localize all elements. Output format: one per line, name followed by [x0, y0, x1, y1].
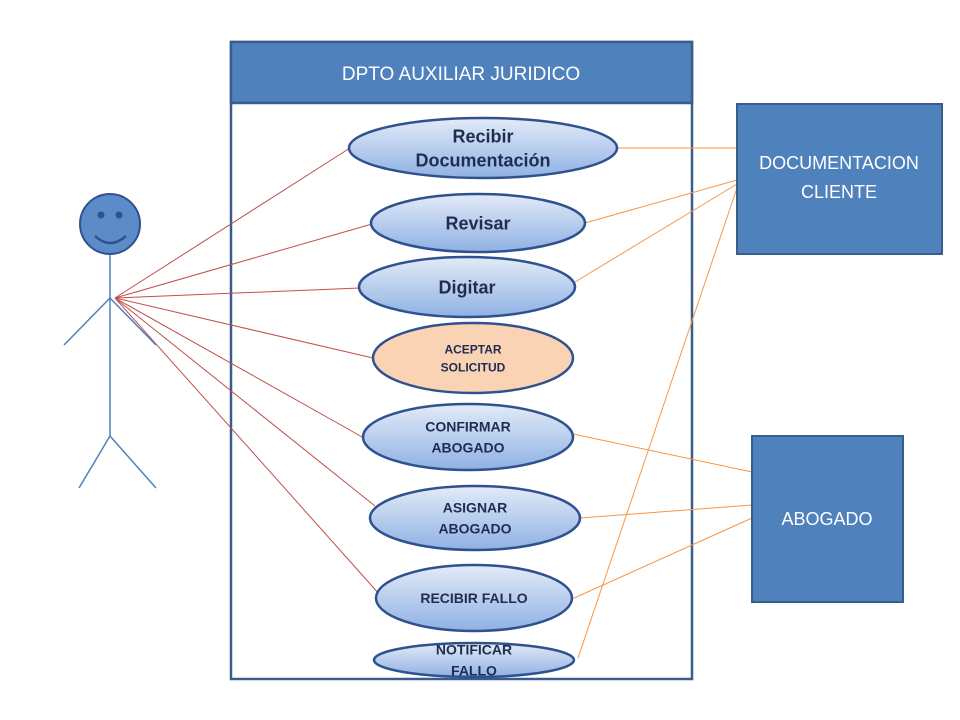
link-digitar-cliente: [574, 183, 738, 283]
use-case-digitar: [357, 255, 577, 319]
system-header: [229, 40, 694, 105]
link-recibir-fallo-abogado: [571, 517, 753, 600]
link-confirmar-abogado: [572, 433, 753, 473]
use-case-label-notificar-fallo-line2: FALLO: [451, 663, 497, 679]
assoc-line-asignar-abogado: [114, 297, 376, 507]
use-case-label-recibir-documentacion-line2: Documentación: [415, 151, 550, 171]
use-case-label-recibir-documentacion-line1: Recibir: [452, 127, 513, 147]
use-case-aceptar-solicitud: [371, 321, 575, 395]
actor-eye-left: [97, 211, 105, 219]
actor-label-abogado: ABOGADO: [781, 509, 872, 529]
assoc-line-aceptar-solicitud: [114, 297, 374, 359]
use-case-label-notificar-fallo-line1: NOTIFICAR: [436, 642, 512, 658]
use-case-recibir-documentacion: [347, 116, 619, 180]
actor-arm-left: [63, 297, 111, 346]
actor-label-documentacion-line1: DOCUMENTACION: [759, 153, 919, 173]
use-case-label-asignar-abogado-line2: ABOGADO: [438, 521, 511, 537]
actor-associations: [114, 147, 381, 596]
use-case-label-confirmar-abogado-line1: CONFIRMAR: [425, 419, 511, 435]
external-associations: [571, 147, 753, 659]
system-title: DPTO AUXILIAR JURIDICO: [342, 64, 580, 85]
use-case-label-aceptar-solicitud-line1: ACEPTAR: [444, 342, 501, 356]
stick-figure-actor: [63, 193, 157, 489]
link-revisar-cliente: [584, 179, 738, 224]
use-case-asignar-abogado: [368, 484, 582, 552]
actor-leg-left: [78, 435, 111, 489]
assoc-line-revisar: [114, 223, 373, 299]
use-case-label-digitar-line1: Digitar: [438, 278, 495, 298]
actor-eye-right: [115, 211, 123, 219]
use-case-label-asignar-abogado-line1: ASIGNAR: [443, 500, 508, 516]
use-case-notificar-fallo: [372, 641, 576, 679]
actor-leg-right: [109, 435, 157, 489]
link-notificar-fallo-cliente: [577, 187, 738, 659]
actor-label-documentacion-line2: CLIENTE: [801, 182, 877, 202]
use-case-label-recibir-fallo-line1: RECIBIR FALLO: [420, 590, 527, 606]
actor-box-abogado: [751, 435, 904, 603]
actor-head-icon: [79, 193, 141, 255]
link-asignar-abogado: [579, 504, 753, 519]
use-case-revisar: [369, 192, 587, 254]
assoc-line-digitar: [114, 287, 361, 299]
actor-arm-right: [109, 297, 157, 346]
actor-box-documentacion-cliente: [736, 103, 943, 255]
use-case-label-revisar-line1: Revisar: [445, 214, 510, 234]
assoc-line-confirmar-abogado: [114, 297, 365, 439]
assoc-line-recibir-documentacion: [114, 147, 351, 299]
actor-smile: [94, 235, 127, 245]
use-case-confirmar-abogado: [361, 402, 575, 472]
use-cases: RecibirDocumentaciónRevisarDigitarACEPTA…: [347, 116, 619, 679]
assoc-line-recibir-fallo: [114, 297, 381, 596]
use-case-recibir-fallo: [374, 563, 574, 633]
use-case-label-aceptar-solicitud-line2: SOLICITUD: [441, 360, 506, 374]
use-case-label-confirmar-abogado-line2: ABOGADO: [431, 440, 504, 456]
